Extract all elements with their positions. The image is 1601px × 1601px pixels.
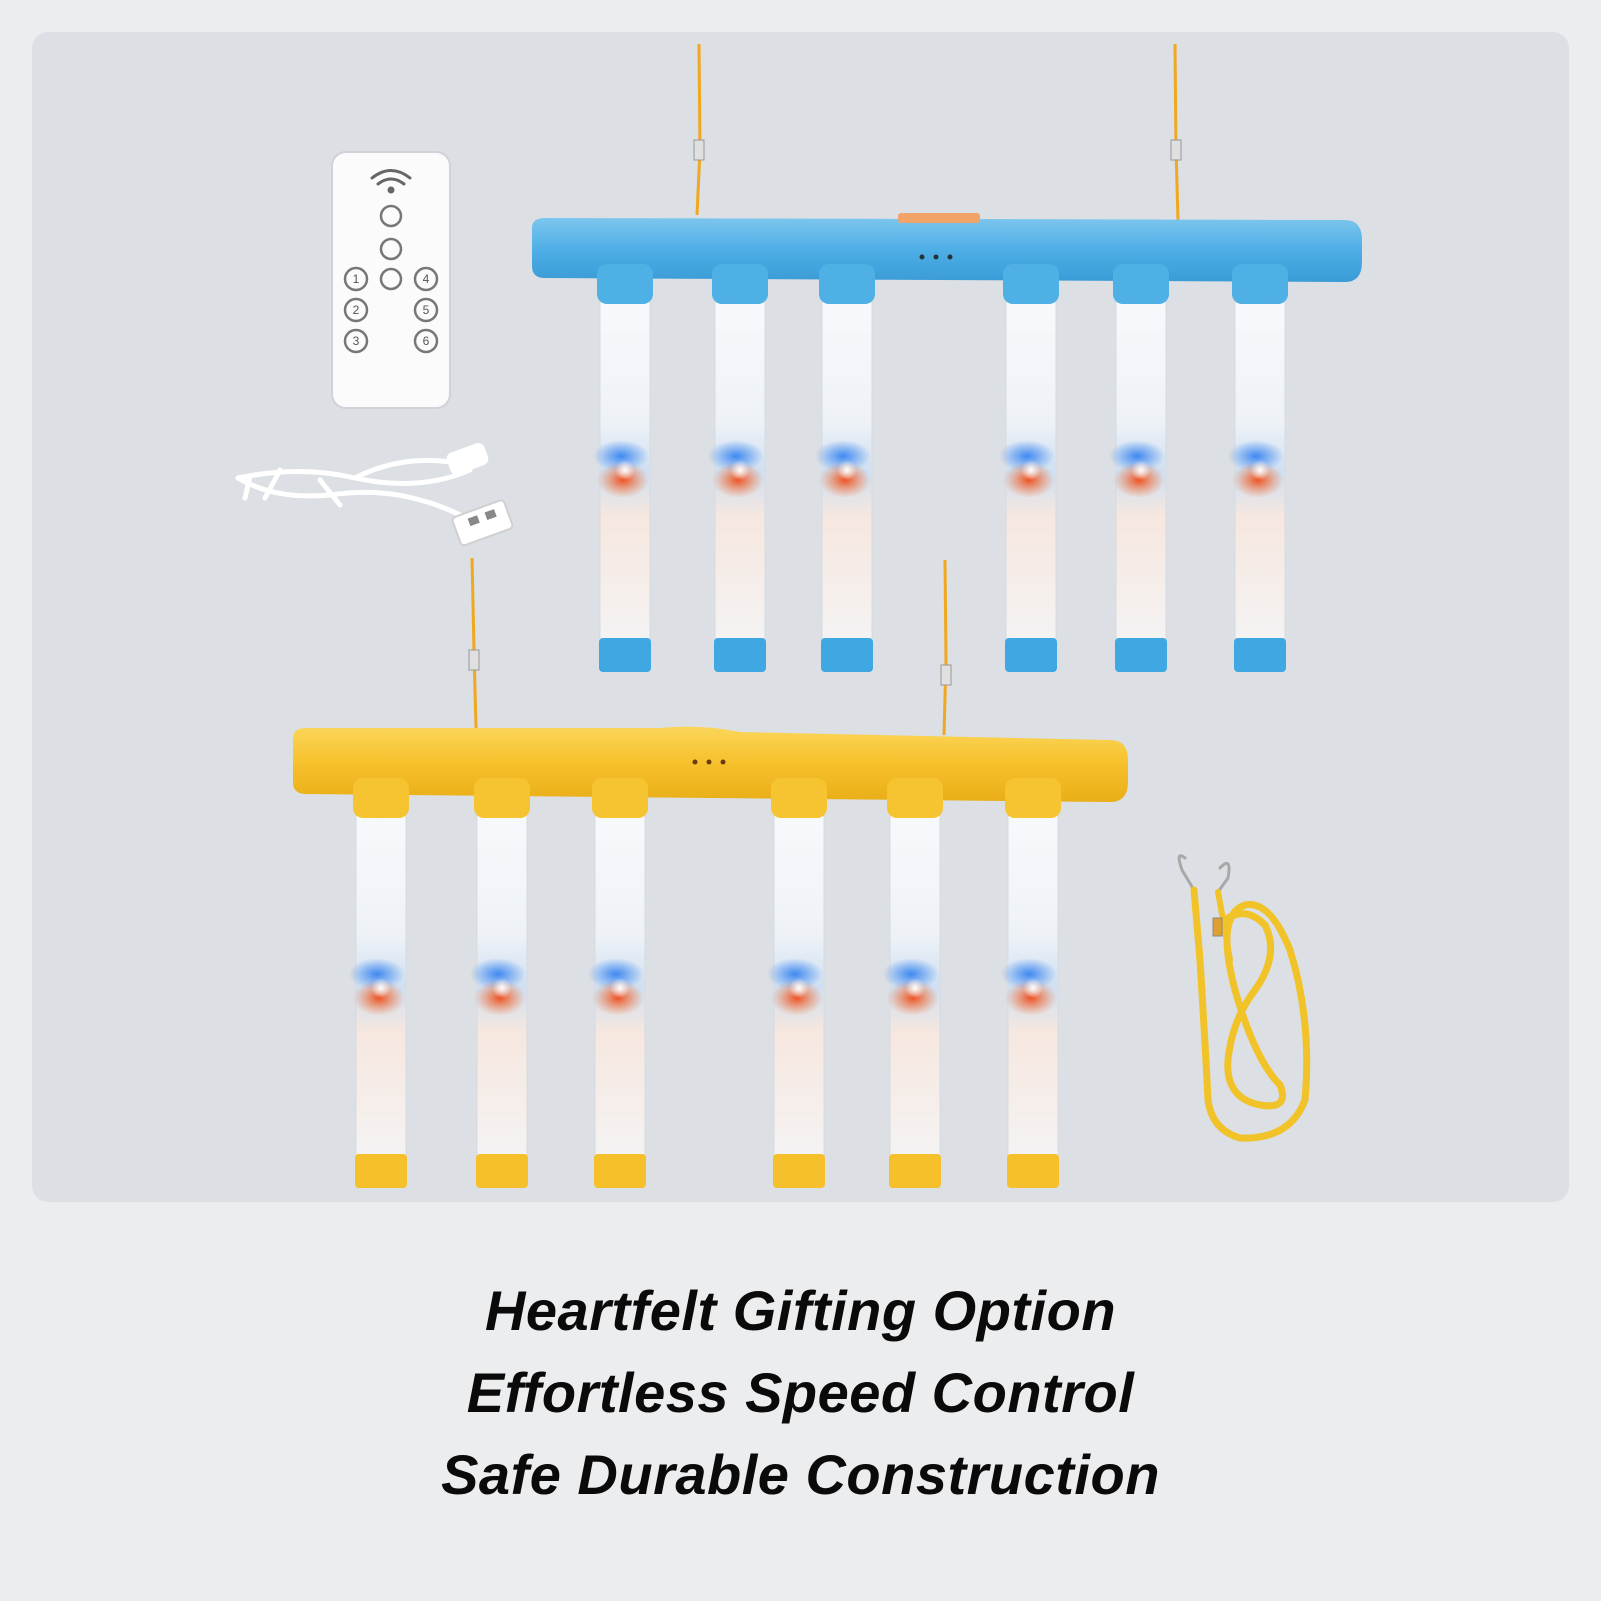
yellow-bar-tube-3	[588, 778, 648, 1188]
yellow-bar-tube-5	[883, 778, 943, 1188]
yellow-bar-tube-2	[470, 778, 530, 1188]
blue-bar-tube-2	[708, 264, 768, 672]
yellow-bar-tubes	[349, 778, 1061, 1188]
feature-captions: Heartfelt Gifting Option Effortless Spee…	[0, 1270, 1601, 1516]
blue-bar-tube-1	[593, 264, 653, 672]
yellow-bar-tube-4	[767, 778, 827, 1188]
blue-bar-tube-5	[1109, 264, 1169, 672]
caption-construction: Safe Durable Construction	[441, 1443, 1160, 1506]
blue-bar-tube-4	[999, 264, 1059, 672]
remote-button-3: 3	[353, 334, 360, 348]
remote-button-6: 6	[423, 334, 430, 348]
remote-control: 1 2 3 4 5 6	[331, 151, 451, 409]
blue-bar-tube-3	[815, 264, 875, 672]
remote-button-1: 1	[353, 272, 360, 286]
hanging-lanyard	[1177, 854, 1311, 1142]
blue-bar-indicator-dots	[919, 254, 953, 260]
blue-bar-tube-6	[1228, 264, 1288, 672]
yellow-bar-tube-6	[1001, 778, 1061, 1188]
caption-speed-control: Effortless Speed Control	[466, 1361, 1135, 1424]
blue-bar-tubes	[593, 264, 1288, 672]
power-button-icon	[379, 204, 403, 228]
remote-button-4: 4	[423, 272, 430, 286]
remote-button-2: 2	[353, 303, 360, 317]
play-button-icon	[379, 267, 403, 291]
remote-button-5: 5	[423, 303, 430, 317]
mode-button-icon	[379, 237, 403, 261]
caption-gifting: Heartfelt Gifting Option	[484, 1279, 1117, 1342]
blue-bar-cords	[693, 43, 1182, 221]
usb-charging-cable	[235, 443, 514, 547]
yellow-bar-tube-1	[349, 778, 409, 1188]
yellow-bar-cords	[468, 557, 952, 736]
wifi-icon	[370, 169, 412, 194]
yellow-bar-indicator-dots	[692, 759, 726, 765]
yellow-light-bar	[293, 726, 1128, 802]
